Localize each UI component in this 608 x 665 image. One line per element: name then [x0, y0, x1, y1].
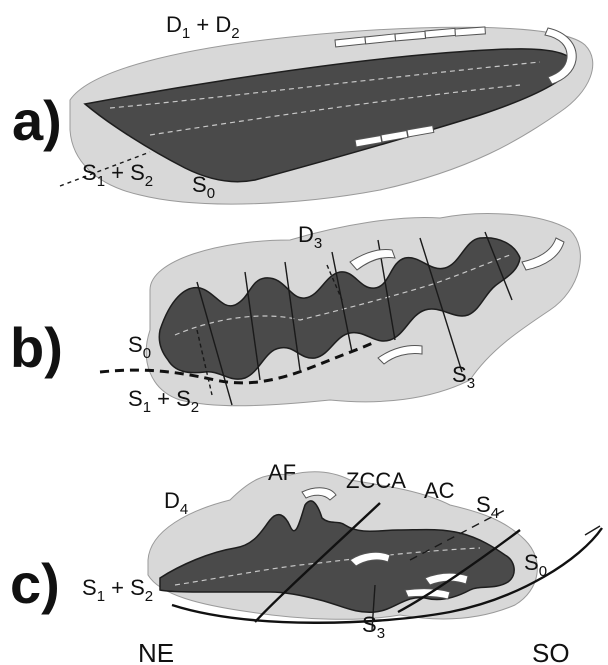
panel-c: c) D4 AF ZCCA AC S4 S0 S1 + S2 S3 [10, 460, 602, 642]
panel-c-ac-label: AC [424, 478, 455, 503]
panel-c-foliation: S1 + S2 [82, 575, 153, 605]
panel-b: b) D3 S0 S1 + S2 S3 [10, 214, 580, 416]
panel-c-af-label: AF [268, 460, 296, 485]
panel-c-zcca-label: ZCCA [346, 468, 406, 493]
panel-c-label: c) [10, 552, 60, 615]
direction-ne-label: NE [138, 638, 174, 665]
panel-a-label: a) [12, 89, 62, 152]
panel-b-label: b) [10, 316, 63, 379]
panel-b-foliation: S1 + S2 [128, 386, 199, 416]
direction-so-label: SO [532, 638, 570, 665]
panel-b-bedding: S0 [128, 332, 151, 362]
panel-a-stage: D1 + D2 [166, 12, 240, 42]
panel-a: a) D1 + D2 S1 + S2 S0 [12, 12, 593, 204]
panel-c-stage: D4 [164, 488, 188, 518]
